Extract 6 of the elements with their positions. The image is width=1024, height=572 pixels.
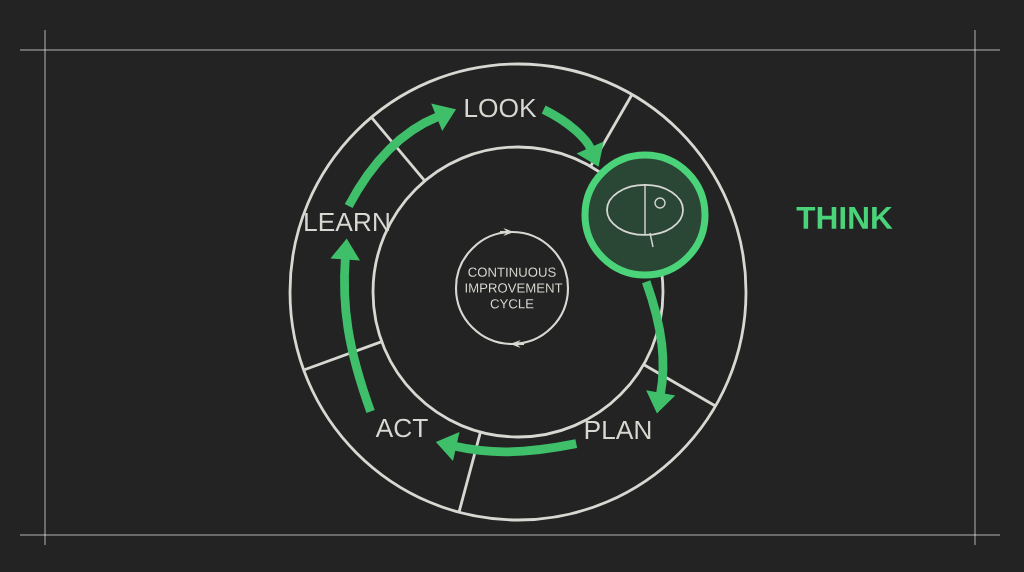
stage-label: THINK: [796, 207, 893, 229]
highlight-circle: [581, 151, 709, 279]
stage-label: ACT: [375, 418, 428, 438]
stage-label: LEARN: [305, 212, 389, 232]
stage-label: LOOK: [465, 98, 537, 118]
stage-label: PLAN: [585, 420, 651, 440]
